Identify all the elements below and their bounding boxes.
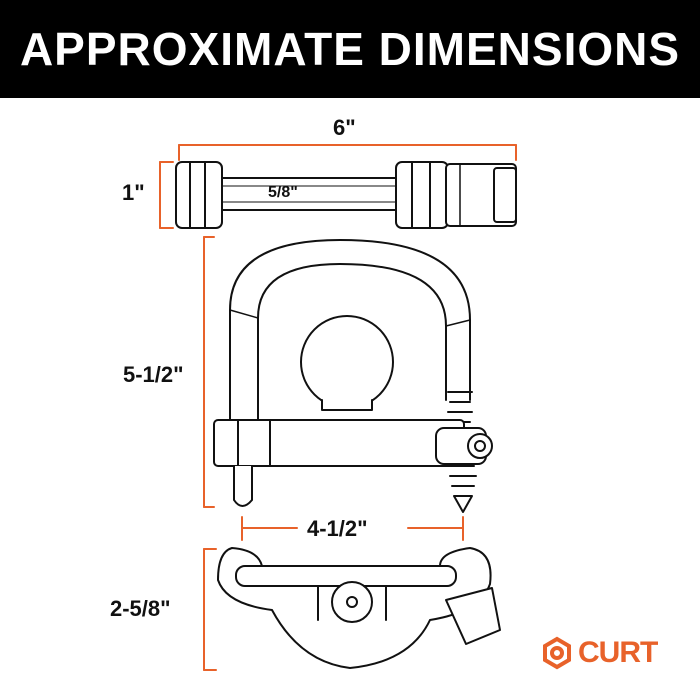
dim-label-lock-height: 5-1/2"	[123, 362, 184, 387]
lock-front-drawing	[213, 239, 493, 513]
dim-label-inner-width: 4-1/2"	[307, 516, 368, 541]
brand-logo: CURT	[540, 636, 658, 670]
dim-label-body-depth: 2-5/8"	[110, 596, 171, 621]
dim-label-pin-diameter: 5/8"	[268, 184, 298, 201]
header-banner: APPROXIMATE DIMENSIONS	[0, 0, 700, 98]
brand-name: CURT	[578, 636, 658, 669]
dim-label-pin-length: 6"	[333, 115, 356, 140]
dim-label-pin-height: 1"	[122, 180, 145, 205]
page-title: APPROXIMATE DIMENSIONS	[19, 23, 681, 75]
lock-bottom-drawing	[217, 547, 501, 669]
curt-logo-icon	[543, 636, 571, 670]
pin-drawing	[175, 161, 517, 229]
